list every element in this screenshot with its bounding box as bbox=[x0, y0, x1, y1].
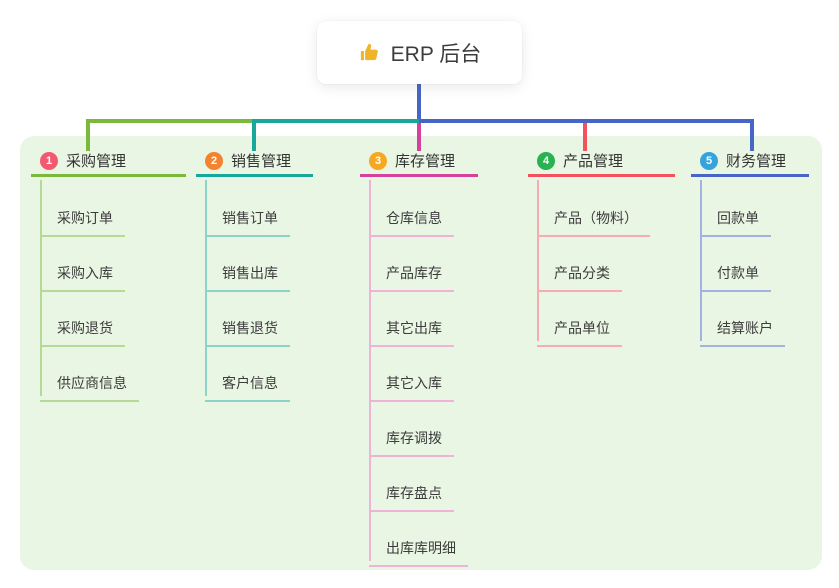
badge-1: 1 bbox=[40, 151, 58, 170]
child-label: 产品（物料） bbox=[554, 210, 638, 226]
child-label: 销售出库 bbox=[222, 265, 278, 281]
child-label: 结算账户 bbox=[717, 320, 773, 336]
branch-title-finance: 财务管理 bbox=[726, 153, 787, 170]
branch-node-inventory[interactable]: 3 库存管理 bbox=[360, 147, 478, 177]
badge-3: 3 bbox=[369, 151, 387, 170]
branch-node-finance[interactable]: 5 财务管理 bbox=[691, 147, 809, 177]
branch-sales: 2 销售管理 销售订单 销售出库 销售退货 客户信息 bbox=[196, 147, 313, 402]
branch-title-inventory: 库存管理 bbox=[395, 153, 456, 170]
child-node[interactable]: 客户信息 bbox=[205, 360, 290, 402]
thumbs-up-icon bbox=[360, 43, 378, 61]
child-node[interactable]: 产品库存 bbox=[369, 250, 454, 292]
child-label: 采购退货 bbox=[57, 320, 113, 336]
child-label: 其它出库 bbox=[386, 320, 442, 336]
root-label: ERP 后台 bbox=[390, 42, 482, 66]
child-node[interactable]: 库存调拨 bbox=[369, 415, 454, 457]
child-label: 仓库信息 bbox=[386, 210, 442, 226]
badge-5: 5 bbox=[700, 151, 718, 170]
branches-panel bbox=[20, 136, 822, 570]
branch-title-product: 产品管理 bbox=[563, 153, 624, 170]
connector-drop-inventory bbox=[417, 123, 421, 151]
child-node[interactable]: 结算账户 bbox=[700, 305, 785, 347]
connector-root-stem bbox=[417, 84, 421, 123]
connector-bus-sales bbox=[252, 119, 419, 123]
branch-spine-purchase bbox=[40, 180, 42, 396]
child-node[interactable]: 产品（物料） bbox=[537, 195, 650, 237]
branch-inventory: 3 库存管理 仓库信息 产品库存 其它出库 其它入库 库存调拨 库存盘点 出库库… bbox=[360, 147, 478, 567]
child-label: 产品分类 bbox=[554, 265, 610, 281]
branch-title-sales: 销售管理 bbox=[231, 153, 292, 170]
child-node[interactable]: 采购退货 bbox=[40, 305, 125, 347]
child-label: 产品库存 bbox=[386, 265, 442, 281]
child-node[interactable]: 库存盘点 bbox=[369, 470, 454, 512]
child-node[interactable]: 销售订单 bbox=[205, 195, 290, 237]
child-node[interactable]: 采购订单 bbox=[40, 195, 125, 237]
child-label: 回款单 bbox=[717, 210, 759, 226]
child-node[interactable]: 销售退货 bbox=[205, 305, 290, 347]
connector-drop-finance bbox=[750, 119, 754, 151]
connector-drop-product bbox=[583, 123, 587, 151]
branch-node-purchase[interactable]: 1 采购管理 bbox=[31, 147, 186, 177]
badge-4: 4 bbox=[537, 151, 555, 170]
child-label: 采购入库 bbox=[57, 265, 113, 281]
child-label: 出库库明细 bbox=[386, 540, 456, 556]
child-node[interactable]: 销售出库 bbox=[205, 250, 290, 292]
child-label: 产品单位 bbox=[554, 320, 610, 336]
child-node[interactable]: 出库库明细 bbox=[369, 525, 468, 567]
branch-finance: 5 财务管理 回款单 付款单 结算账户 bbox=[691, 147, 809, 347]
child-node[interactable]: 采购入库 bbox=[40, 250, 125, 292]
child-label: 客户信息 bbox=[222, 375, 278, 391]
child-node[interactable]: 产品分类 bbox=[537, 250, 622, 292]
child-node[interactable]: 其它入库 bbox=[369, 360, 454, 402]
branch-purchase: 1 采购管理 采购订单 采购入库 采购退货 供应商信息 bbox=[31, 147, 186, 402]
root-node[interactable]: ERP 后台 bbox=[317, 21, 522, 84]
child-label: 供应商信息 bbox=[57, 375, 127, 391]
child-label: 付款单 bbox=[717, 265, 759, 281]
connector-drop-sales bbox=[252, 119, 256, 151]
child-label: 库存盘点 bbox=[386, 485, 442, 501]
child-label: 其它入库 bbox=[386, 375, 442, 391]
child-node[interactable]: 供应商信息 bbox=[40, 360, 139, 402]
branch-spine-sales bbox=[205, 180, 207, 396]
branch-node-sales[interactable]: 2 销售管理 bbox=[196, 147, 313, 177]
badge-2: 2 bbox=[205, 151, 223, 170]
child-label: 销售订单 bbox=[222, 210, 278, 226]
child-node[interactable]: 付款单 bbox=[700, 250, 771, 292]
child-label: 采购订单 bbox=[57, 210, 113, 226]
branch-spine-product bbox=[537, 180, 539, 341]
child-node[interactable]: 产品单位 bbox=[537, 305, 622, 347]
branch-node-product[interactable]: 4 产品管理 bbox=[528, 147, 675, 177]
child-label: 销售退货 bbox=[222, 320, 278, 336]
connector-bus-purchase bbox=[86, 119, 254, 123]
branch-title-purchase: 采购管理 bbox=[66, 153, 127, 170]
branch-product: 4 产品管理 产品（物料） 产品分类 产品单位 bbox=[528, 147, 675, 347]
branch-spine-finance bbox=[700, 180, 702, 341]
child-label: 库存调拨 bbox=[386, 430, 442, 446]
child-node[interactable]: 仓库信息 bbox=[369, 195, 454, 237]
child-node[interactable]: 回款单 bbox=[700, 195, 771, 237]
child-node[interactable]: 其它出库 bbox=[369, 305, 454, 347]
branch-spine-inventory bbox=[369, 180, 371, 561]
connector-drop-purchase bbox=[86, 119, 90, 151]
connector-bus-finance bbox=[419, 119, 754, 123]
